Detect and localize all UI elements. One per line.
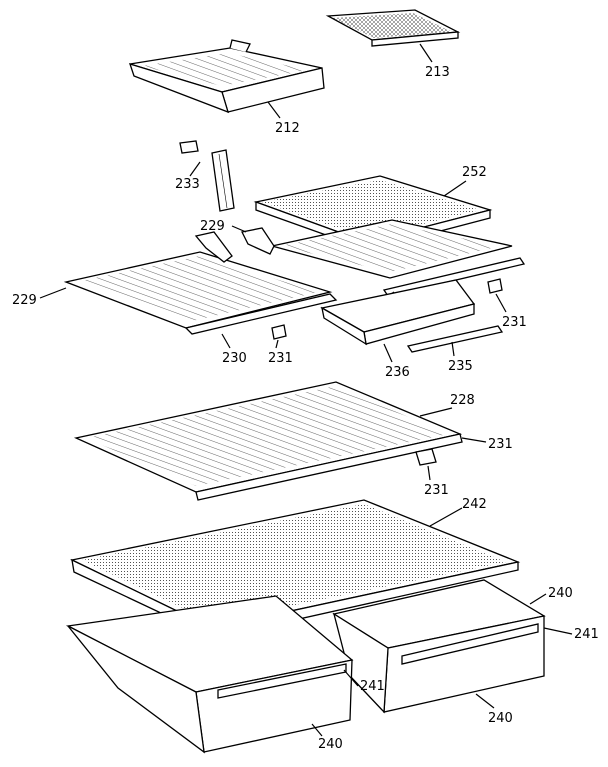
- part-229-left-shelf: [63, 231, 333, 329]
- label-233: 233: [175, 177, 200, 192]
- part-231-clip-b: [271, 324, 287, 340]
- label-252: 252: [462, 165, 487, 180]
- label-229-right: 229: [200, 219, 225, 234]
- label-235: 235: [448, 359, 473, 374]
- label-241-b: 241: [360, 679, 385, 694]
- label-231-d: 231: [424, 483, 449, 498]
- label-240-c: 240: [318, 737, 343, 752]
- part-231-clip-d: [415, 448, 437, 466]
- part-213-grille: [325, 9, 461, 47]
- label-213: 213: [425, 65, 450, 80]
- label-212: 212: [275, 121, 300, 136]
- label-236: 236: [385, 365, 410, 380]
- part-236-frame: [320, 279, 476, 346]
- part-229-right-shelf: [241, 219, 513, 279]
- label-228: 228: [450, 393, 475, 408]
- label-230-left: 230: [222, 351, 247, 366]
- part-228-shelf: [73, 381, 463, 501]
- part-212-tray: [128, 39, 325, 114]
- label-231-b: 231: [268, 351, 293, 366]
- part-post: [211, 149, 235, 212]
- part-230-bar-left: [184, 293, 338, 335]
- label-231-c: 231: [488, 437, 513, 452]
- part-240-right-drawer: [332, 579, 546, 714]
- part-235-bar: [406, 325, 504, 353]
- label-240-b: 240: [488, 711, 513, 726]
- part-233-clip: [179, 140, 199, 154]
- label-240-a: 240: [548, 586, 573, 601]
- part-240-left-drawer: [65, 595, 354, 754]
- label-231-a: 231: [502, 315, 527, 330]
- label-229-left: 229: [12, 293, 37, 308]
- label-241-a: 241: [574, 627, 599, 642]
- part-231-clip-a: [487, 278, 503, 294]
- label-242: 242: [462, 497, 487, 512]
